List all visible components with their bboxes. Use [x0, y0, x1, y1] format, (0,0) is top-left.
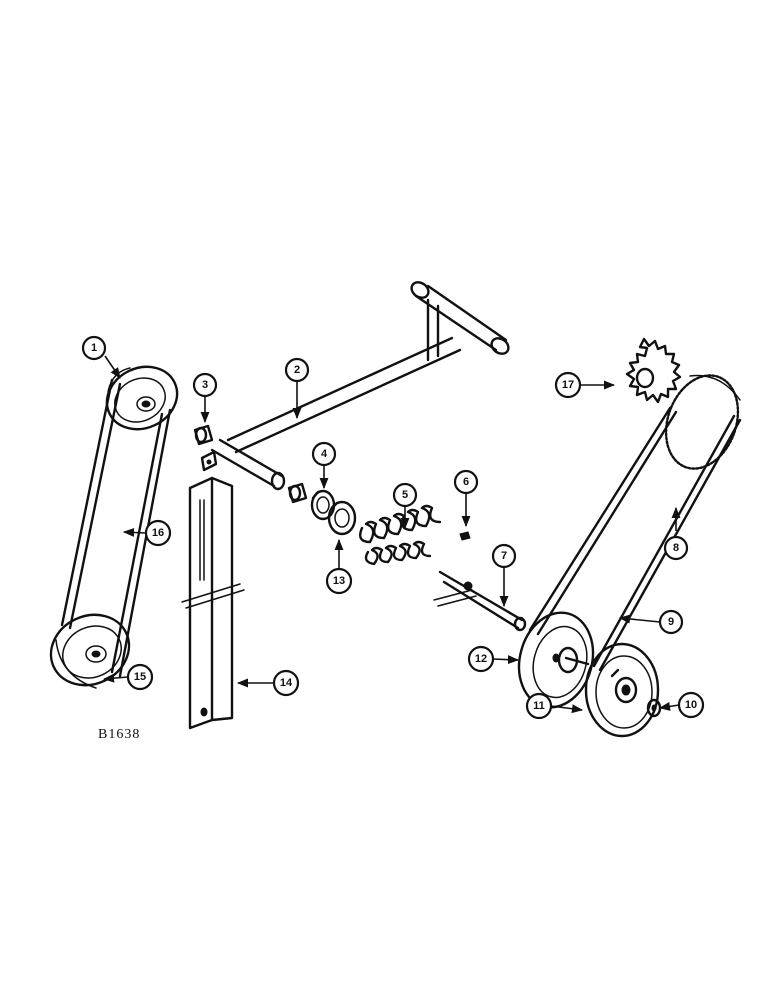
- svg-text:2: 2: [294, 364, 300, 376]
- svg-text:15: 15: [134, 671, 146, 683]
- frame-shaft-2: [200, 281, 510, 491]
- spring-cup-13: [327, 500, 357, 536]
- svg-text:11: 11: [533, 700, 545, 712]
- callout-14: 14: [272, 669, 300, 697]
- callout-6: 6: [453, 469, 479, 495]
- svg-text:12: 12: [475, 653, 487, 665]
- bushing-3: [193, 424, 214, 446]
- svg-text:5: 5: [402, 489, 408, 501]
- svg-text:10: 10: [685, 699, 697, 711]
- pulley-12: [517, 611, 595, 709]
- v-belt-16: [55, 367, 172, 689]
- callout-2: 2: [284, 357, 310, 383]
- svg-text:13: 13: [333, 575, 345, 587]
- callout-7: 7: [491, 543, 517, 569]
- spring-5: [359, 504, 442, 566]
- svg-text:1: 1: [91, 342, 97, 354]
- svg-text:17: 17: [562, 379, 574, 391]
- callout-4: 4: [311, 441, 337, 467]
- svg-text:4: 4: [321, 448, 328, 460]
- svg-text:3: 3: [202, 379, 208, 391]
- svg-text:16: 16: [152, 527, 164, 539]
- callout-3: 3: [192, 372, 218, 398]
- svg-text:7: 7: [501, 550, 507, 562]
- callout-12: 12: [467, 645, 495, 673]
- leader-lines: [102, 355, 681, 714]
- callout-11: 11: [525, 692, 553, 720]
- svg-text:9: 9: [668, 616, 674, 628]
- callout-16: 16: [144, 519, 172, 547]
- drive-chain-8: [528, 374, 742, 672]
- svg-text:14: 14: [280, 677, 293, 689]
- svg-text:6: 6: [463, 476, 469, 488]
- callout-8: 8: [663, 535, 689, 561]
- callout-15: 15: [126, 663, 154, 691]
- callout-5: 5: [392, 482, 418, 508]
- callout-10: 10: [677, 691, 705, 719]
- key-6: [459, 531, 471, 541]
- figure-id: B1638: [98, 727, 140, 742]
- rod-7: [433, 570, 527, 632]
- svg-text:8: 8: [673, 542, 679, 554]
- upper-pulley-1: [105, 365, 179, 431]
- callout-9: 9: [658, 609, 684, 635]
- callout-1: 1: [81, 335, 107, 361]
- angle-bracket-14: [181, 476, 245, 730]
- callout-17: 17: [554, 371, 582, 399]
- bushing-3b: [287, 482, 308, 504]
- bearing-4: [310, 489, 336, 521]
- sprocket-17: [625, 337, 682, 404]
- callout-13: 13: [325, 567, 353, 595]
- pulley-11: [584, 642, 660, 738]
